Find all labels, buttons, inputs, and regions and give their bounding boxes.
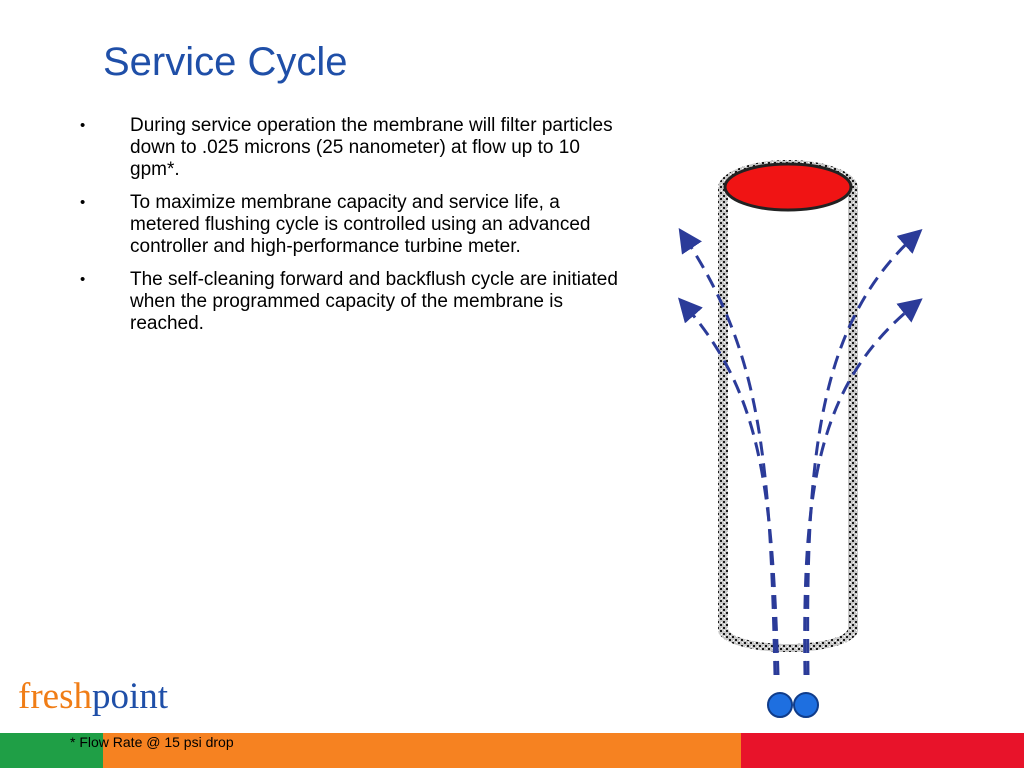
- inlet-dot-right: [793, 692, 819, 718]
- bullet-marker: •: [80, 117, 86, 134]
- footer-bar-red: [741, 733, 1024, 768]
- bullet-list: • During service operation the membrane …: [78, 115, 623, 346]
- flow-arrows: [678, 228, 923, 676]
- flow-arrow-upper-left: [678, 228, 777, 676]
- membrane-housing: [718, 160, 858, 652]
- bullet-text: During service operation the membrane wi…: [130, 115, 613, 180]
- flow-arrow-lower-left: [678, 297, 780, 676]
- logo-text-fresh: fresh: [18, 676, 92, 717]
- bullet-item: • To maximize membrane capacity and serv…: [78, 192, 623, 258]
- footer-bar-green: [0, 733, 103, 768]
- flow-arrow-upper-right: [806, 229, 923, 676]
- slide-title: Service Cycle: [103, 40, 348, 84]
- footer-color-bar: [0, 733, 1024, 768]
- membrane-top-cap: [723, 162, 853, 212]
- bullet-marker: •: [80, 194, 86, 211]
- membrane-flow-diagram: [678, 160, 923, 718]
- freshpoint-logo: freshpoint: [18, 675, 168, 718]
- bullet-text: The self-cleaning forward and backflush …: [130, 269, 618, 334]
- footer-bar-orange: [103, 733, 741, 768]
- flow-arrow-lower-right: [803, 298, 923, 676]
- footnote: * Flow Rate @ 15 psi drop: [70, 734, 234, 750]
- logo-text-point: point: [91, 676, 169, 717]
- bullet-marker: •: [80, 271, 86, 288]
- bullet-text: To maximize membrane capacity and servic…: [130, 192, 591, 257]
- inlet-dot-left: [767, 692, 793, 718]
- bullet-item: • During service operation the membrane …: [78, 115, 623, 181]
- bullet-item: • The self-cleaning forward and backflus…: [78, 269, 623, 335]
